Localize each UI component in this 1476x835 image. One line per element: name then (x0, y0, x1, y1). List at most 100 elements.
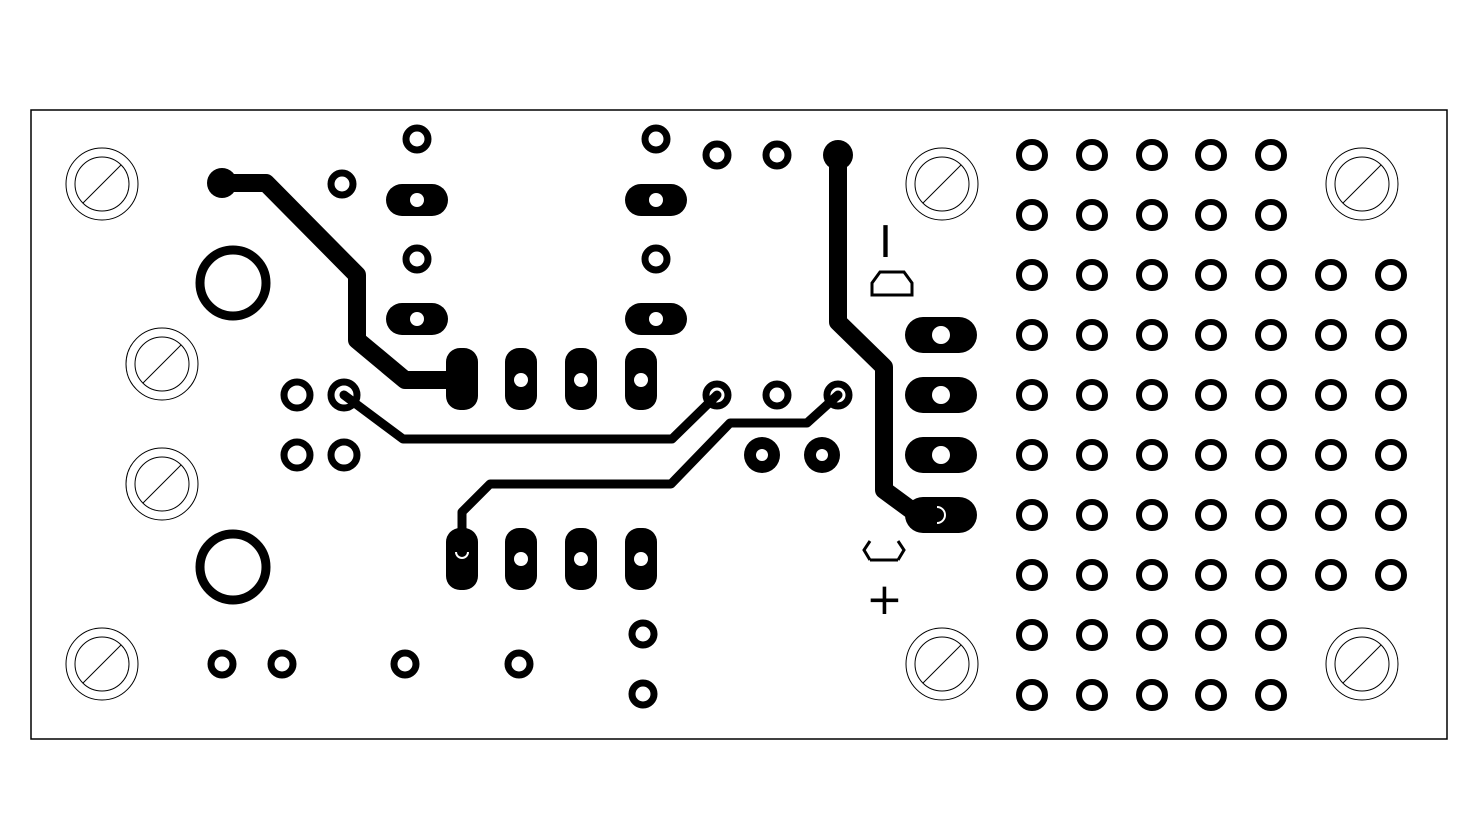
grid-pad (1255, 199, 1287, 231)
pad (905, 497, 977, 533)
grid-pad (1076, 199, 1108, 231)
grid-pad (1136, 259, 1168, 291)
mounting-hole (65, 147, 139, 221)
pad (823, 380, 853, 410)
grid-pad (1375, 379, 1407, 411)
grid-pad (1016, 559, 1048, 591)
grid-pad (1016, 379, 1048, 411)
grid-pad (1315, 319, 1347, 351)
pad (390, 649, 420, 679)
plus-label: + (866, 574, 903, 625)
grid-pad (1255, 259, 1287, 291)
grid-pad (1076, 499, 1108, 531)
grid-pad (1076, 679, 1108, 711)
grid-pad (1315, 259, 1347, 291)
grid-pad (1195, 439, 1227, 471)
prototype-pad-grid (1016, 139, 1407, 711)
grid-pad (1195, 139, 1227, 171)
grid-pad (1195, 619, 1227, 651)
grid-pad (1136, 559, 1168, 591)
grid-pad (1016, 139, 1048, 171)
pad (207, 649, 237, 679)
grid-pad (1375, 559, 1407, 591)
pad (327, 378, 361, 412)
grid-pad (1375, 499, 1407, 531)
trace-power-left (213, 174, 471, 389)
grid-pad (1255, 139, 1287, 171)
pad (641, 244, 671, 274)
grid-pad (1195, 199, 1227, 231)
grid-pad (1136, 679, 1168, 711)
grid-pad (1195, 559, 1227, 591)
pad (327, 169, 357, 199)
grid-pad (1016, 499, 1048, 531)
grid-pad (1016, 199, 1048, 231)
pad (628, 619, 658, 649)
mounting-hole (905, 627, 979, 701)
large-holes (195, 245, 271, 605)
grid-pad (1076, 379, 1108, 411)
grid-pad (1076, 259, 1108, 291)
pad (504, 649, 534, 679)
solid-pads (207, 140, 853, 473)
minus-label: I (879, 217, 892, 268)
minus-marker-shape (870, 270, 914, 297)
grid-pad (1136, 499, 1168, 531)
pad (702, 380, 732, 410)
pad (628, 679, 658, 709)
pad (267, 649, 297, 679)
pad (816, 449, 828, 461)
grid-pad (1076, 319, 1108, 351)
grid-pad (1195, 499, 1227, 531)
large-hole (195, 245, 271, 321)
pad (327, 438, 361, 472)
trace-signal-2 (457, 390, 843, 562)
pad (280, 378, 314, 412)
grid-pad (1255, 619, 1287, 651)
pad (641, 124, 671, 154)
grid-pad (1136, 619, 1168, 651)
grid-pad (1195, 379, 1227, 411)
round-pads (207, 124, 853, 709)
silkscreen-symbols (862, 270, 914, 562)
grid-pad (1195, 319, 1227, 351)
grid-pad (1255, 439, 1287, 471)
grid-pad (1315, 559, 1347, 591)
grid-pad (1076, 619, 1108, 651)
grid-pad (1076, 139, 1108, 171)
grid-pad (1315, 499, 1347, 531)
trace-signal-1 (339, 390, 722, 444)
pad (762, 140, 792, 170)
grid-pad (1375, 319, 1407, 351)
large-hole (195, 529, 271, 605)
grid-pad (1016, 439, 1048, 471)
grid-pad (1255, 319, 1287, 351)
grid-pad (1136, 439, 1168, 471)
mounting-hole (1325, 627, 1399, 701)
pad (702, 140, 732, 170)
grid-pad (1195, 679, 1227, 711)
grid-pad (1136, 319, 1168, 351)
grid-pad (1016, 679, 1048, 711)
pad (280, 438, 314, 472)
pad (823, 140, 853, 170)
grid-pad (1076, 559, 1108, 591)
grid-pad (1195, 259, 1227, 291)
mounting-hole (125, 327, 199, 401)
grid-pad (1255, 559, 1287, 591)
pad (446, 348, 478, 410)
grid-pad (1255, 679, 1287, 711)
mounting-hole (905, 147, 979, 221)
grid-pad (1255, 379, 1287, 411)
mounting-holes (65, 147, 1399, 701)
mounting-hole (65, 627, 139, 701)
mounting-hole (1325, 147, 1399, 221)
plus-marker-shape (862, 540, 906, 562)
grid-pad (1016, 619, 1048, 651)
pad (762, 380, 792, 410)
grid-pad (1375, 259, 1407, 291)
pad (402, 124, 432, 154)
grid-pad (1076, 439, 1108, 471)
grid-pad (1136, 379, 1168, 411)
